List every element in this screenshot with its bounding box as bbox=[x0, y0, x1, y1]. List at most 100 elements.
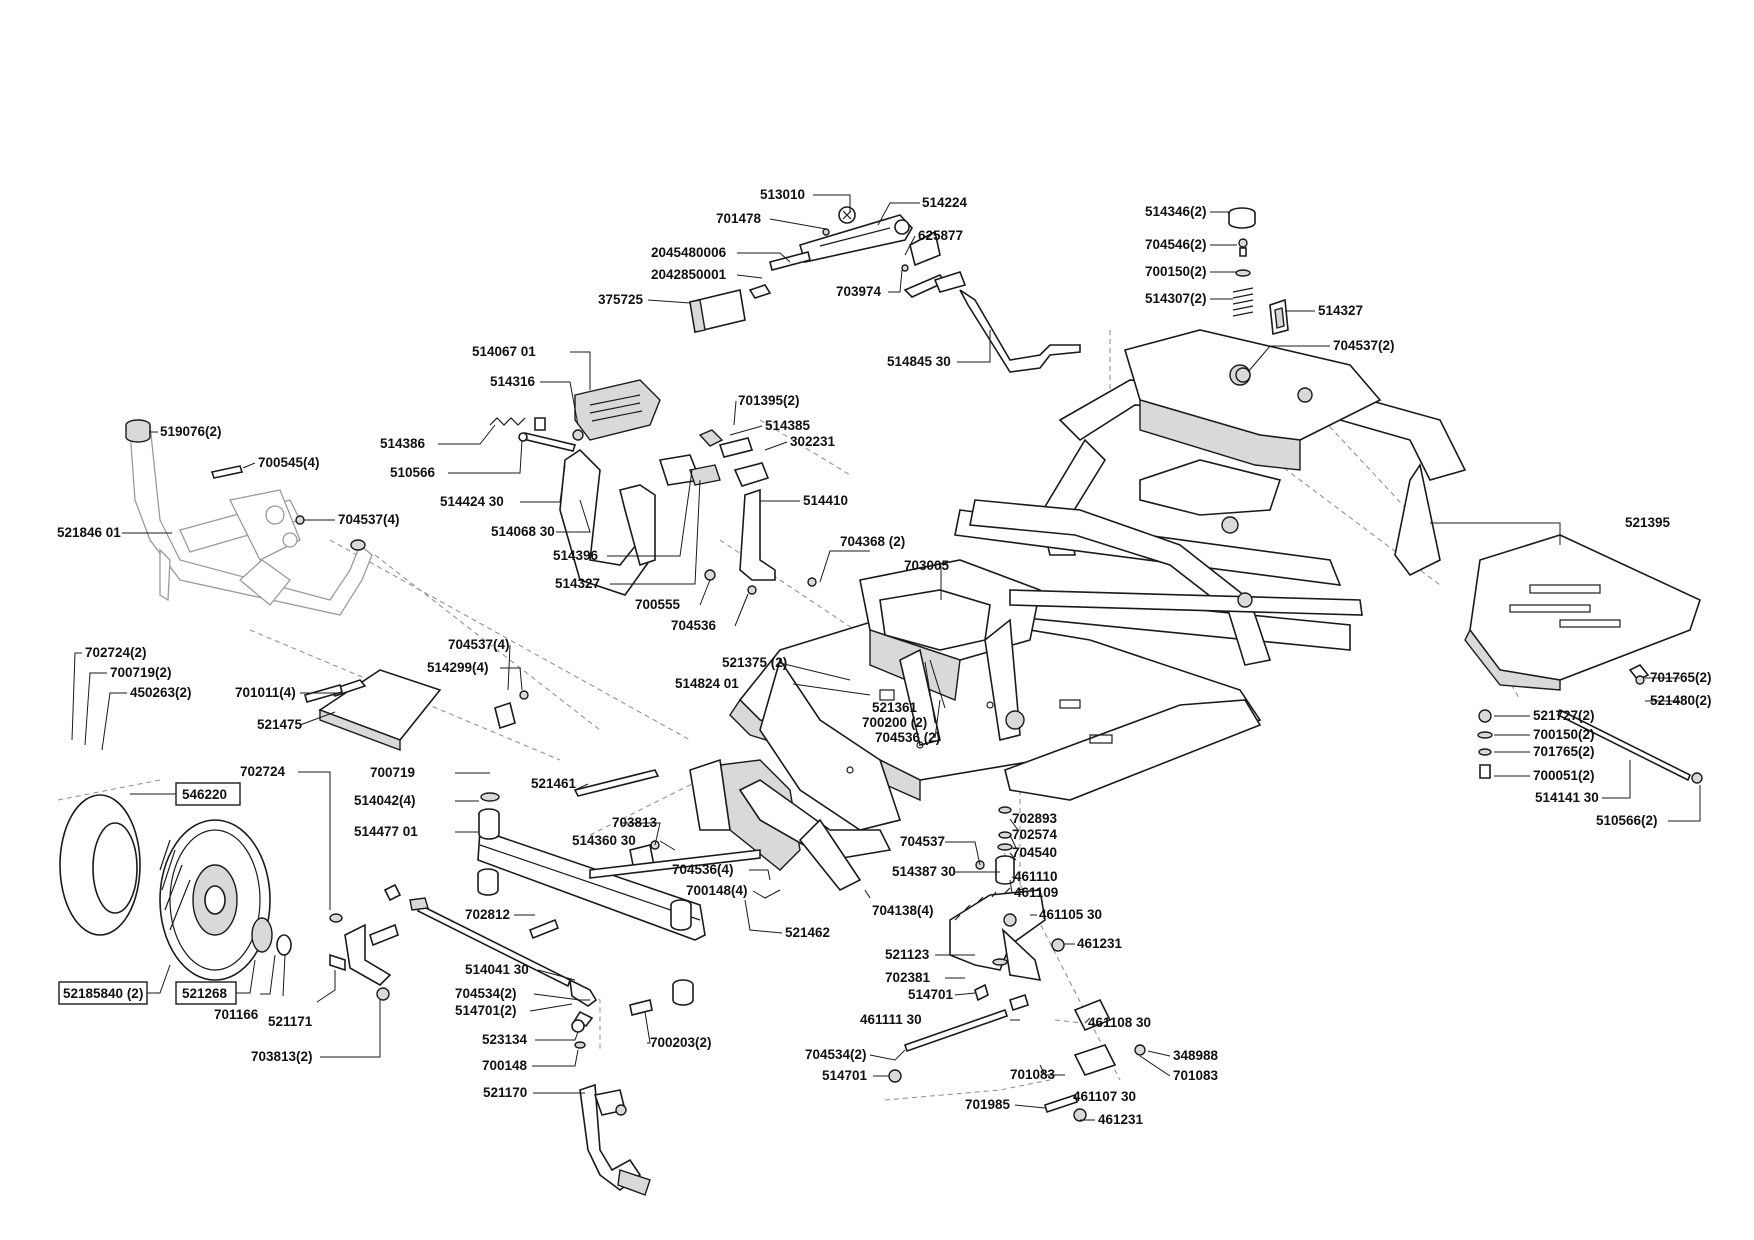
label-521727-2: 521727(2) bbox=[1533, 708, 1595, 723]
label-521395: 521395 bbox=[1625, 515, 1671, 530]
label-514307-2: 514307(2) bbox=[1145, 291, 1207, 306]
label-302231: 302231 bbox=[790, 434, 836, 449]
label-702381: 702381 bbox=[885, 970, 931, 985]
label-704368-2: 704368 (2) bbox=[840, 534, 905, 549]
label-514396: 514396 bbox=[553, 548, 599, 563]
label-701166: 701166 bbox=[214, 1007, 259, 1022]
label-703813: 703813 bbox=[612, 815, 658, 830]
label-523134: 523134 bbox=[482, 1032, 528, 1047]
rear-hardware bbox=[1477, 675, 1703, 784]
label-521375-2: 521375 (2) bbox=[722, 655, 787, 670]
label-514042-4: 514042(4) bbox=[354, 793, 416, 808]
steering-parts bbox=[329, 883, 653, 1196]
label-375725: 375725 bbox=[598, 292, 644, 307]
label-514224: 514224 bbox=[922, 195, 968, 210]
label-521170: 521170 bbox=[483, 1085, 527, 1100]
label-704537-2: 704537(2) bbox=[1333, 338, 1395, 353]
label-52185840-2: 52185840 (2) bbox=[63, 986, 143, 1001]
label-521361: 521361 bbox=[872, 700, 918, 715]
label-461231-a: 461231 bbox=[1077, 936, 1123, 951]
label-514701-b: 514701 bbox=[822, 1068, 868, 1083]
label-704536-4: 704536(4) bbox=[672, 862, 734, 877]
label-704536: 704536 bbox=[671, 618, 717, 633]
label-461107-30: 461107 30 bbox=[1073, 1089, 1136, 1104]
label-514067-01: 514067 01 bbox=[472, 344, 536, 359]
label-702893: 702893 bbox=[1012, 811, 1058, 826]
label-704138-4: 704138(4) bbox=[872, 903, 934, 918]
label-700148-4: 700148(4) bbox=[686, 883, 748, 898]
label-514316: 514316 bbox=[490, 374, 536, 389]
label-514141-30: 514141 30 bbox=[1535, 790, 1599, 805]
label-514410: 514410 bbox=[803, 493, 848, 508]
front-bumper bbox=[125, 419, 373, 616]
label-701395-2: 701395(2) bbox=[738, 393, 800, 408]
label-702574: 702574 bbox=[1012, 827, 1058, 842]
chassis-frame bbox=[689, 329, 1467, 892]
label-513010: 513010 bbox=[760, 187, 805, 202]
label-514327-mid: 514327 bbox=[555, 576, 600, 591]
label-514387-30: 514387 30 bbox=[892, 864, 956, 879]
label-514477-01: 514477 01 bbox=[354, 824, 418, 839]
label-703005: 703005 bbox=[904, 558, 950, 573]
label-450263-2: 450263(2) bbox=[130, 685, 192, 700]
label-704546-2: 704546(2) bbox=[1145, 237, 1207, 252]
label-461108-30: 461108 30 bbox=[1088, 1015, 1151, 1030]
label-700150-2-top: 700150(2) bbox=[1145, 264, 1207, 279]
label-514068-30: 514068 30 bbox=[491, 524, 555, 539]
label-700051-2: 700051(2) bbox=[1533, 768, 1595, 783]
tray-parts bbox=[304, 669, 529, 752]
label-704540: 704540 bbox=[1012, 845, 1057, 860]
label-703974: 703974 bbox=[836, 284, 882, 299]
label-521462: 521462 bbox=[785, 925, 830, 940]
label-704537-c: 704537 bbox=[900, 834, 945, 849]
label-514346-2: 514346(2) bbox=[1145, 204, 1207, 219]
label-510566-2: 510566(2) bbox=[1596, 813, 1658, 828]
label-701083-b: 701083 bbox=[1173, 1068, 1219, 1083]
rear-mount-plate bbox=[1464, 534, 1701, 691]
label-703813-2: 703813(2) bbox=[251, 1049, 313, 1064]
label-514824-01: 514824 01 bbox=[675, 676, 739, 691]
label-514845-30: 514845 30 bbox=[887, 354, 951, 369]
label-514386: 514386 bbox=[380, 436, 426, 451]
label-700719: 700719 bbox=[370, 765, 415, 780]
label-521480-2: 521480(2) bbox=[1650, 693, 1712, 708]
leader-lines bbox=[71, 194, 1701, 1121]
label-546220: 546220 bbox=[182, 787, 227, 802]
label-702724-2: 702724(2) bbox=[85, 645, 147, 660]
label-514701-a: 514701 bbox=[908, 987, 954, 1002]
label-514424-30: 514424 30 bbox=[440, 494, 504, 509]
label-521846-01: 521846 01 bbox=[57, 525, 121, 540]
label-461105-30: 461105 30 bbox=[1039, 907, 1102, 922]
label-700148: 700148 bbox=[482, 1058, 528, 1073]
label-2042850001: 2042850001 bbox=[651, 267, 727, 282]
seat-switch-assembly bbox=[1228, 207, 1289, 383]
front-axle bbox=[477, 769, 761, 1006]
label-701765-2-a: 701765(2) bbox=[1650, 670, 1712, 685]
label-701985: 701985 bbox=[965, 1097, 1011, 1112]
label-514360-30: 514360 30 bbox=[572, 833, 636, 848]
label-521475: 521475 bbox=[257, 717, 303, 732]
label-702812: 702812 bbox=[465, 907, 510, 922]
switch-bracket-parts bbox=[658, 429, 817, 595]
label-521461: 521461 bbox=[531, 776, 577, 791]
label-704537-4-01: 704537(4) bbox=[448, 637, 510, 652]
label-514327-top: 514327 bbox=[1318, 303, 1363, 318]
label-514041-30: 514041 30 bbox=[465, 962, 529, 977]
label-700203-2: 700203(2) bbox=[650, 1035, 712, 1050]
label-700545-4: 700545(4) bbox=[258, 455, 320, 470]
label-625877: 625877 bbox=[918, 228, 963, 243]
label-514299-4: 514299(4) bbox=[427, 660, 489, 675]
label-700555: 700555 bbox=[635, 597, 681, 612]
part-labels: 513010 514224 701478 625877 2045480006 2… bbox=[57, 187, 1712, 1127]
label-702724: 702724 bbox=[240, 764, 286, 779]
label-700200-2: 700200 (2) bbox=[862, 715, 927, 730]
label-461111-30: 461111 30 bbox=[860, 1012, 922, 1027]
label-521268: 521268 bbox=[182, 986, 228, 1001]
label-521123: 521123 bbox=[885, 947, 930, 962]
label-704536-2: 704536 (2) bbox=[875, 730, 940, 745]
label-700719-2: 700719(2) bbox=[110, 665, 172, 680]
front-wheel bbox=[59, 794, 292, 981]
label-701011-4: 701011(4) bbox=[235, 685, 296, 700]
label-704534-2-b: 704534(2) bbox=[805, 1047, 867, 1062]
label-510566: 510566 bbox=[390, 465, 436, 480]
